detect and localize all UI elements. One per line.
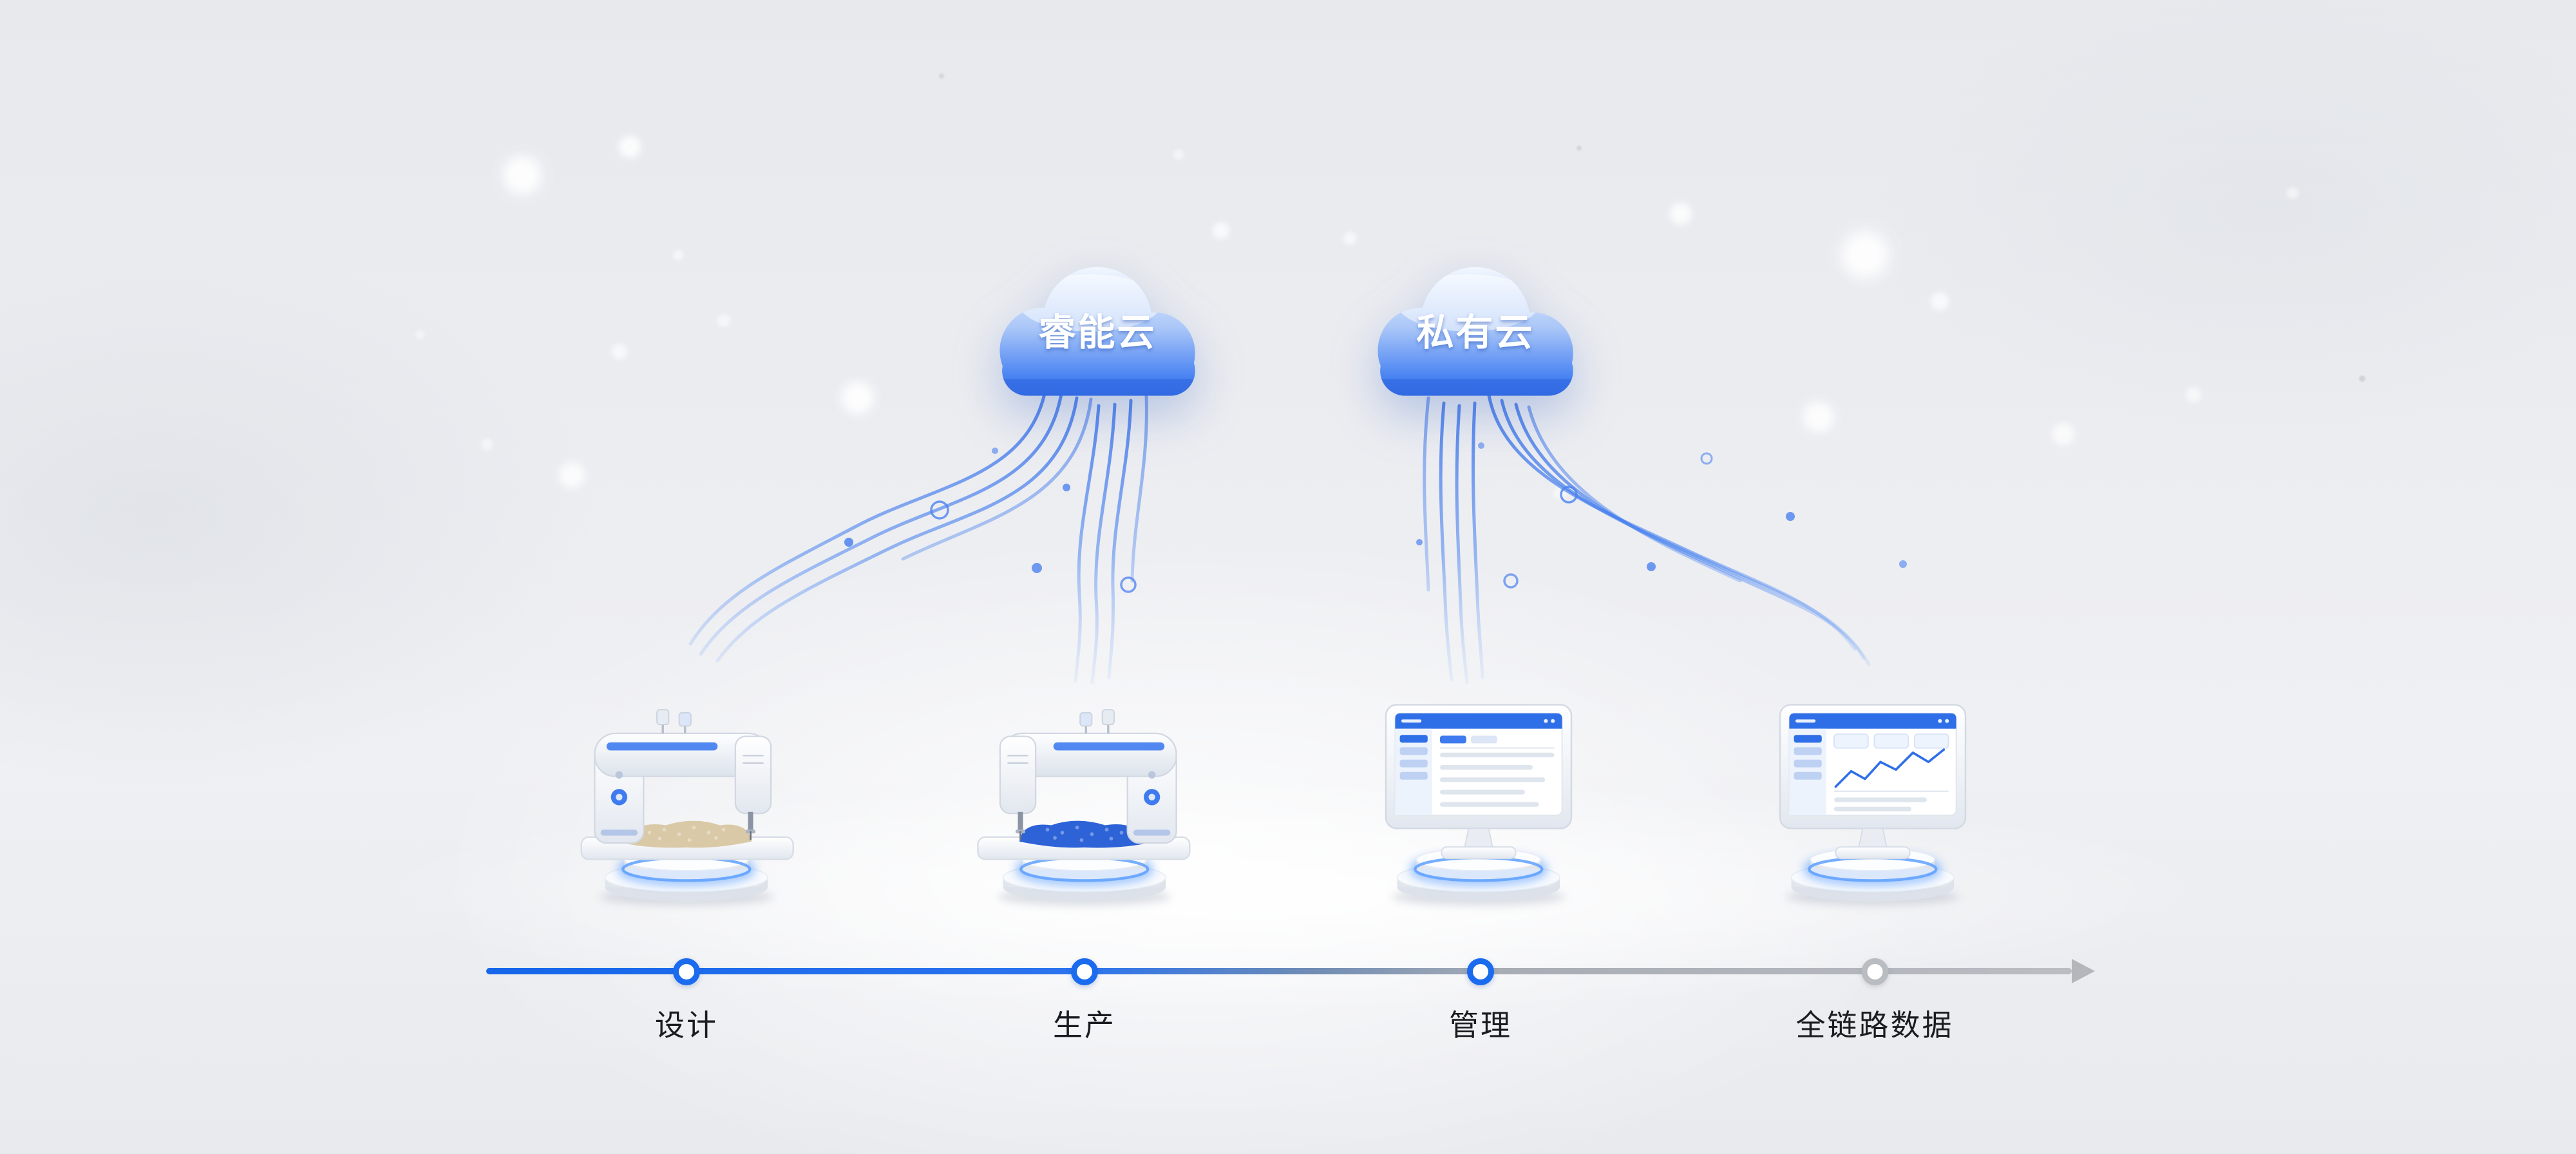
timeline-step-label: 生产 xyxy=(1053,1008,1116,1042)
bokeh-dot xyxy=(2052,423,2074,445)
bokeh-dot xyxy=(717,314,730,327)
bokeh-dot xyxy=(1803,402,1834,433)
bokeh-dot xyxy=(2186,387,2201,402)
bokeh-dot xyxy=(481,439,493,450)
bokeh-dot xyxy=(673,250,683,260)
sewing-machine-design-icon xyxy=(580,708,795,861)
monitor-analytics-icon xyxy=(1779,704,1967,860)
timeline-step-fullchain-data: 全链路数据 xyxy=(1796,958,1954,1045)
timeline-step-design: 设计 xyxy=(655,958,718,1045)
timeline-node-icon xyxy=(1467,958,1494,985)
timeline-node-icon xyxy=(1861,958,1888,985)
timeline-step-production: 生产 xyxy=(1053,958,1116,1045)
sewing-machine-production-icon xyxy=(976,708,1191,861)
bokeh-dot xyxy=(1173,149,1184,160)
stream-lines-private-cloud xyxy=(1423,393,1871,685)
private-cloud-label: 私有云 xyxy=(1416,312,1534,354)
bokeh-dot xyxy=(559,462,585,488)
bokeh-dot xyxy=(415,330,424,339)
stream-lines-ruineng-cloud xyxy=(688,386,1148,685)
bokeh-dot xyxy=(1343,232,1356,245)
bokeh-dot xyxy=(1931,292,1949,310)
timeline-line xyxy=(486,968,2072,974)
bokeh-dot xyxy=(619,136,641,158)
monitor-management-icon xyxy=(1385,704,1573,860)
bokeh-dot xyxy=(612,344,627,359)
timeline-node-icon xyxy=(1071,958,1098,985)
bokeh-dot xyxy=(842,382,874,414)
speck-dot xyxy=(1577,146,1582,151)
timeline-step-label: 全链路数据 xyxy=(1795,1008,1954,1042)
bokeh-dot xyxy=(2287,187,2298,199)
bokeh-dot xyxy=(503,156,542,194)
stream-node-dots xyxy=(844,442,1907,593)
timeline-step-label: 设计 xyxy=(655,1008,718,1042)
timeline-arrow-icon xyxy=(2072,959,2095,983)
bokeh-dot xyxy=(1670,203,1692,225)
timeline-node-icon xyxy=(673,958,700,985)
bokeh-dot xyxy=(1213,222,1229,239)
bokeh-dot xyxy=(1841,231,1889,279)
timeline-step-management: 管理 xyxy=(1449,958,1512,1045)
timeline-step-label: 管理 xyxy=(1449,1008,1512,1042)
ruineng-cloud-label: 睿能云 xyxy=(1038,312,1156,354)
speck-dot xyxy=(2359,375,2365,382)
speck-dot xyxy=(939,73,944,79)
